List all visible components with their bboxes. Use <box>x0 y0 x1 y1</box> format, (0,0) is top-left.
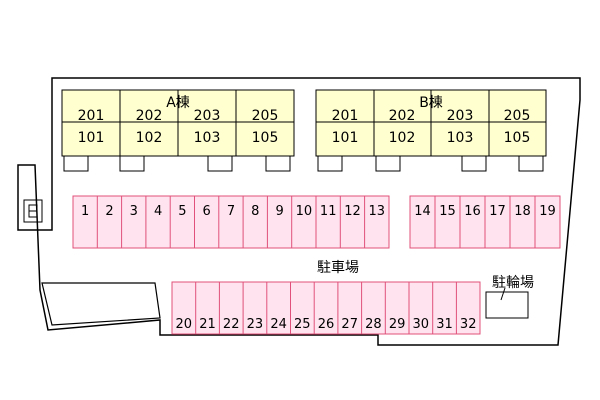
entrance-box <box>518 155 544 172</box>
parking-space-number: 18 <box>514 204 531 219</box>
entrance-box <box>265 155 291 172</box>
unit-label: 101 <box>332 130 359 146</box>
unit-label: 203 <box>447 108 474 124</box>
parking-space-number: 7 <box>227 204 235 219</box>
parking-row-2: 14 15 16 17 18 19 <box>409 195 561 249</box>
parking-space-number: 14 <box>414 204 431 219</box>
building-name: A棟 <box>166 95 190 111</box>
parking-space-number: 15 <box>439 204 456 219</box>
parking-space-number: 32 <box>460 317 477 332</box>
building-b: B棟 201 202 203 205 101 102 103 105 <box>315 89 547 172</box>
unit-label: 103 <box>194 130 221 146</box>
parking-space-number: 25 <box>294 317 311 332</box>
building-name: B棟 <box>419 95 443 111</box>
parking-space-number: 12 <box>344 204 361 219</box>
parking-space-number: 23 <box>247 317 264 332</box>
entrance-box <box>63 155 89 172</box>
parking-space-number: 3 <box>130 204 138 219</box>
parking-space-number: 9 <box>275 204 283 219</box>
unit-label: 201 <box>78 108 105 124</box>
parking-space-number: 29 <box>389 317 406 332</box>
entrance-box <box>375 155 401 172</box>
parking-space-number: 1 <box>81 204 89 219</box>
building-a: A棟 201 202 203 205 101 102 103 105 <box>61 89 295 172</box>
unit-label: 205 <box>252 108 279 124</box>
unit-label: 203 <box>194 108 221 124</box>
parking-space-number: 31 <box>436 317 453 332</box>
parking-space-number: 17 <box>489 204 506 219</box>
parking-space-number: 10 <box>296 204 313 219</box>
bicycle-leader-line <box>500 287 506 301</box>
parking-space-number: 8 <box>251 204 259 219</box>
parking-label: 駐車場 <box>317 259 359 276</box>
parking-space-number: 6 <box>203 204 211 219</box>
entrance-box <box>461 155 487 172</box>
parking-space-number: 20 <box>176 317 193 332</box>
parking-space-number: 16 <box>464 204 481 219</box>
site-outline <box>17 77 581 346</box>
unit-label: 105 <box>504 130 531 146</box>
left-lot-shape <box>41 282 161 326</box>
entrance-box <box>317 155 343 172</box>
parking-space-number: 21 <box>199 317 216 332</box>
parking-space-number: 5 <box>178 204 186 219</box>
unit-label: 201 <box>332 108 359 124</box>
parking-space-number: 11 <box>320 204 337 219</box>
parking-space-number: 4 <box>154 204 162 219</box>
parking-space-number: 28 <box>365 317 382 332</box>
parking-space-number: 19 <box>539 204 556 219</box>
unit-label: 105 <box>252 130 279 146</box>
parking-space-number: 26 <box>318 317 335 332</box>
unit-label: 202 <box>136 108 163 124</box>
bicycle-label: 駐輪場 <box>492 274 534 291</box>
parking-space-number: 27 <box>341 317 358 332</box>
parking-space-number: 13 <box>369 204 386 219</box>
parking-space-number: 30 <box>413 317 430 332</box>
unit-label: 102 <box>136 130 163 146</box>
unit-label: 202 <box>389 108 416 124</box>
parking-space-number: 2 <box>105 204 113 219</box>
entrance-box <box>207 155 233 172</box>
unit-label: 102 <box>389 130 416 146</box>
parking-space-number: 22 <box>223 317 240 332</box>
unit-label: 205 <box>504 108 531 124</box>
parking-space-number: 24 <box>270 317 287 332</box>
unit-label: 101 <box>78 130 105 146</box>
unit-label: 103 <box>447 130 474 146</box>
parking-row-3: 20 21 22 23 24 25 26 27 28 29 30 31 32 <box>171 281 481 335</box>
meter-box-icon <box>23 199 43 223</box>
entrance-box <box>119 155 145 172</box>
parking-row-1: 1 2 3 4 5 6 7 8 9 10 11 12 13 <box>72 195 390 249</box>
bicycle-parking: 駐輪場 <box>485 274 534 319</box>
